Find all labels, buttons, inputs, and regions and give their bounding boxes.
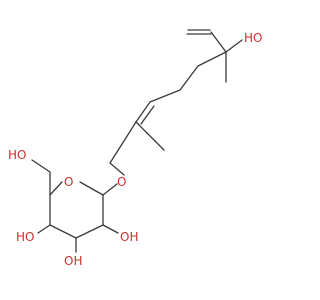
ring-bond-c3-c2 — [75, 224, 104, 239]
atom-labels: HO O O HO HO OH OH — [8, 31, 262, 268]
heteroatom-bonds — [102, 39, 243, 196]
c3-hydroxyl-label: OH — [64, 254, 82, 268]
pyranose-ring — [31, 159, 119, 253]
glycosidic-o-to-anomeric-bond — [102, 183, 118, 196]
ch2-to-glycosidic-o-bond — [109, 162, 125, 176]
ch2oh-hydroxyl-label: HO — [8, 148, 26, 162]
structure-diagram: HO O O HO HO OH OH — [8, 29, 262, 268]
internal-alkene-bond — [135, 101, 151, 123]
alkene-methyl-bond — [135, 121, 165, 151]
c2-oh-bond — [102, 224, 119, 234]
carbon-skeleton — [109, 29, 227, 164]
internal-alkene-double-bond — [140, 105, 155, 125]
ch2-ch2-bond — [179, 65, 199, 91]
c2-hydroxyl-label: OH — [120, 230, 138, 244]
ch2-to-alkene-bond — [149, 89, 181, 103]
ring-bond-c1-o5 — [79, 181, 104, 196]
quaternary-to-ch2-bond — [197, 51, 227, 67]
ring-oxygen-label: O — [64, 175, 73, 189]
ch2oh-to-o-bond — [31, 159, 51, 173]
vinyl-to-quaternary-bond — [210, 31, 227, 53]
ring-bond-o5-c5 — [49, 181, 63, 196]
c4-oh-bond — [37, 224, 51, 234]
alkene-to-ch2o-bond — [109, 121, 137, 164]
tertiary-oh-bond — [225, 39, 243, 53]
tertiary-hydroxyl-label: HO — [244, 31, 262, 45]
c4-hydroxyl-label: HO — [16, 230, 34, 244]
glycosidic-oxygen-label: O — [117, 175, 126, 189]
ring-bond-c4-c3 — [49, 224, 77, 239]
